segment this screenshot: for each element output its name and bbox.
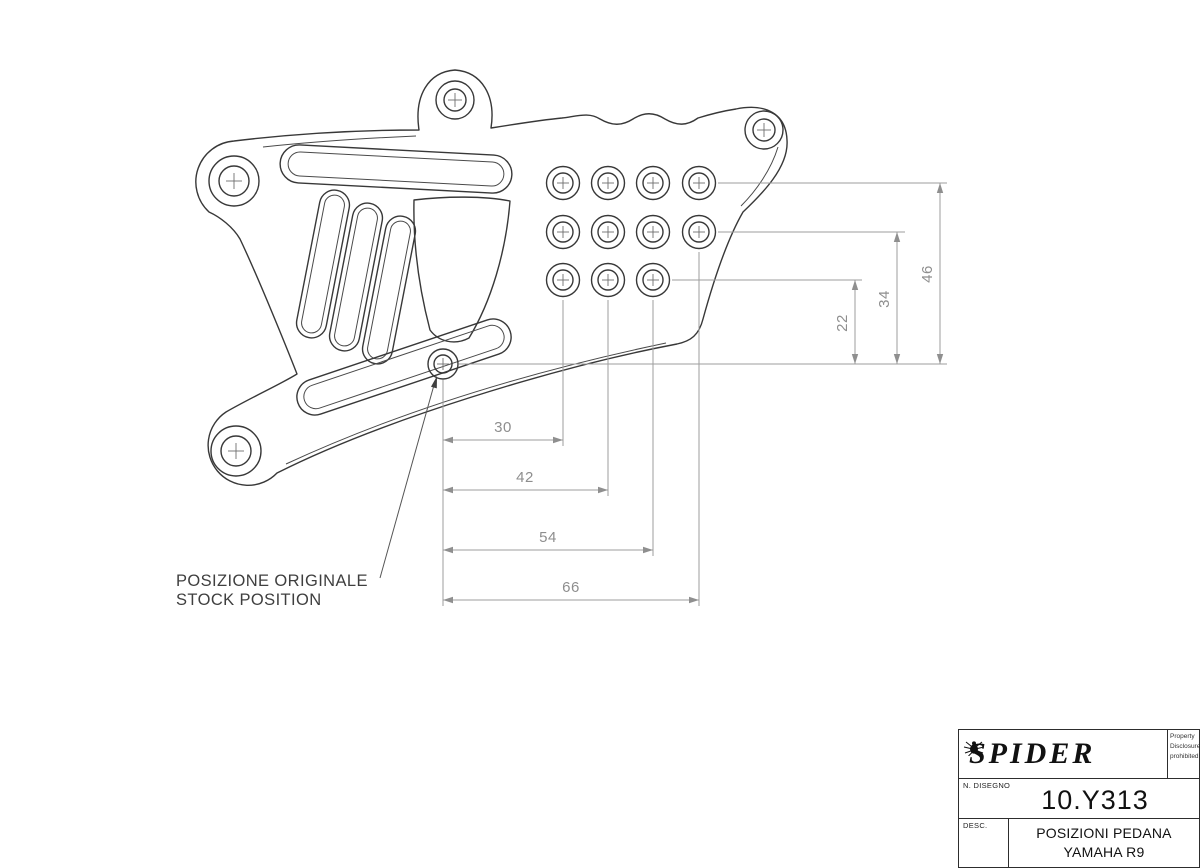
center-opening [413,196,511,343]
part-inner-edge-bottom [285,342,667,465]
dim-label-30: 30 [494,419,512,436]
title-block-logo-row: SPIDER Property Disclosure prohibited [959,730,1199,779]
stock-position-callout: POSIZIONE ORIGINALE STOCK POSITION [176,376,437,609]
description-text-cell: POSIZIONI PEDANA YAMAHA R9 [1009,819,1199,867]
rib-slot-3 [361,215,417,365]
title-block: SPIDER Property Disclosure prohibited N.… [958,729,1200,868]
part-outer-contour [195,69,788,487]
upper-left-boss [208,155,260,207]
right-tab-hole [744,110,784,150]
title-block-number-row: N. DISEGNO 10.Y313 [959,779,1199,819]
drawing-number-label: N. DISEGNO [963,781,1011,790]
fine-print-line-1: Property [1170,733,1195,740]
rib-slot-1 [295,189,351,339]
dim-label-42: 42 [516,469,534,486]
spider-logo-text: SPIDER [969,737,1096,770]
stock-position-marker [427,348,459,380]
description-label-cell: DESC. [959,819,1009,867]
hole [635,165,671,201]
part-slots [279,144,513,416]
hole [681,165,717,201]
arm-slot [296,318,512,416]
dim-label-22: 22 [834,314,851,332]
hole [681,214,717,250]
fine-print-line-3: prohibited [1170,752,1199,760]
part-inner-edge-top [262,135,417,148]
callout-line-1: POSIZIONE ORIGINALE [176,572,368,590]
title-block-description-row: DESC. POSIZIONI PEDANA YAMAHA R9 [959,819,1199,867]
hole [590,214,626,250]
description-line-2: YAMAHA R9 [1063,844,1145,860]
hole [545,262,581,298]
rib-slot-2 [328,202,384,352]
mounting-bosses [208,80,784,477]
hole [545,165,581,201]
dim-label-34: 34 [876,290,893,308]
fine-print-cell: Property Disclosure prohibited [1167,730,1199,778]
top-slot [279,144,513,194]
hole [635,214,671,250]
hole [635,262,671,298]
part-inner-edge-right [740,146,779,207]
dim-label-66: 66 [562,579,580,596]
description-line-1: POSIZIONI PEDANA [1036,825,1172,842]
dim-label-54: 54 [539,529,557,546]
callout-line-2: STOCK POSITION [176,591,322,609]
hole [590,165,626,201]
top-tab-hole [435,80,475,120]
logo-cell: SPIDER [959,730,1167,778]
dim-label-46: 46 [919,265,936,283]
lower-left-boss [210,425,262,477]
fine-print-line-2: Disclosure [1170,742,1199,750]
drawing-number-value: 10.Y313 [1041,785,1149,815]
hole [590,262,626,298]
hole [545,214,581,250]
spider-icon [963,741,984,756]
hole-grid [545,165,717,298]
description-label: DESC. [963,821,988,830]
part-outline [195,69,788,487]
dimensions-horizontal: 30 42 54 66 [442,252,700,606]
dimensions-vertical: 22 34 46 [459,182,947,365]
